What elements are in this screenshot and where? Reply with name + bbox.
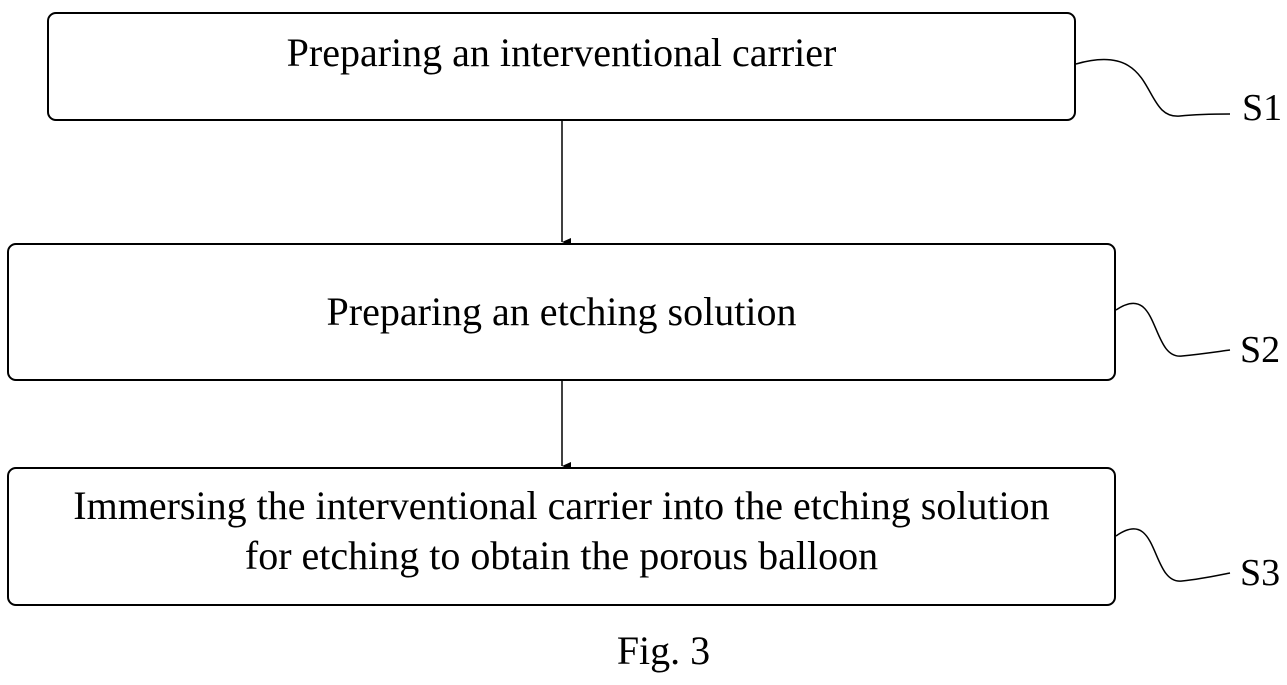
step-text-s2: Preparing an etching solution [327,289,797,335]
step-text-s3: Immersing the interventional carrier int… [73,481,1049,581]
step-label-s3: S3 [1240,553,1280,593]
step-label-s1: S1 [1242,88,1282,128]
step-text-s1: Preparing an interventional carrier [287,30,837,76]
step-box-s1: Preparing an interventional carrier [47,12,1076,121]
step-text-s3-line-2: for etching to obtain the porous balloon [73,531,1049,581]
step-box-s3: Immersing the interventional carrier int… [7,467,1116,606]
figure-caption-text: Fig. 3 [617,628,710,674]
figure-caption: Fig. 3 [0,628,1287,674]
step-text-s3-line-1: Immersing the interventional carrier int… [73,481,1049,531]
leader-line-s2 [1116,303,1230,356]
leader-line-s3 [1116,529,1230,581]
step-label-s2: S2 [1240,330,1280,370]
leader-line-s1 [1076,59,1230,116]
step-box-s2: Preparing an etching solution [7,243,1116,381]
